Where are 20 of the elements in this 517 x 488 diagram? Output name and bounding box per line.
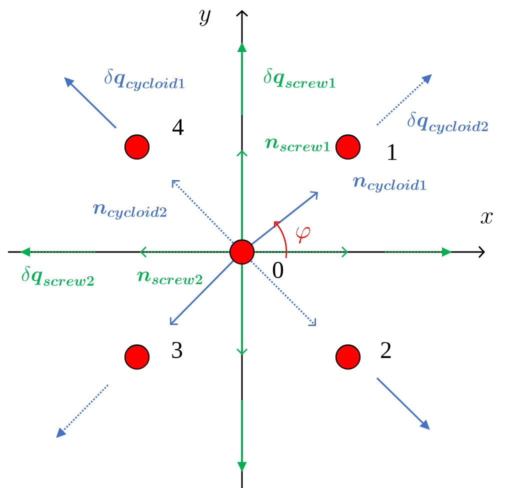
point-number: 1 [388, 144, 397, 160]
vector-label: $\boldsymbol{n}_{\boldsymbol{screw2}}$ [137, 272, 202, 284]
vector-label: $\delta\boldsymbol{q}_{\boldsymbol{screw2}}$ [22, 266, 94, 286]
vector-label: $\boldsymbol{n}_{\boldsymbol{cycloid1}}$ [352, 177, 426, 193]
vector-label: $y$ [199, 10, 210, 26]
point-marker [229, 239, 255, 265]
vector-label: $\delta\boldsymbol{q}_{\boldsymbol{cycloid1}}$ [104, 68, 185, 92]
point-marker [124, 344, 150, 370]
point-number: 2 [381, 342, 391, 358]
point-marker [335, 134, 361, 160]
point-number: 3 [172, 342, 182, 358]
vector-label: $x$ [480, 212, 493, 224]
vector-label: $\delta\boldsymbol{q}_{\boldsymbol{screw1}}$ [264, 68, 336, 88]
point-number: 0 [272, 262, 284, 278]
vector-label: $\varphi$ [296, 226, 310, 244]
point-marker [124, 134, 150, 160]
point-number: 4 [172, 119, 184, 135]
vector-label: $\boldsymbol{n}_{\boldsymbol{cycloid2}}$ [92, 204, 166, 220]
point-marker [335, 344, 361, 370]
vector-label: $\delta\boldsymbol{q}_{\boldsymbol{cycloid2}}$ [408, 112, 488, 134]
